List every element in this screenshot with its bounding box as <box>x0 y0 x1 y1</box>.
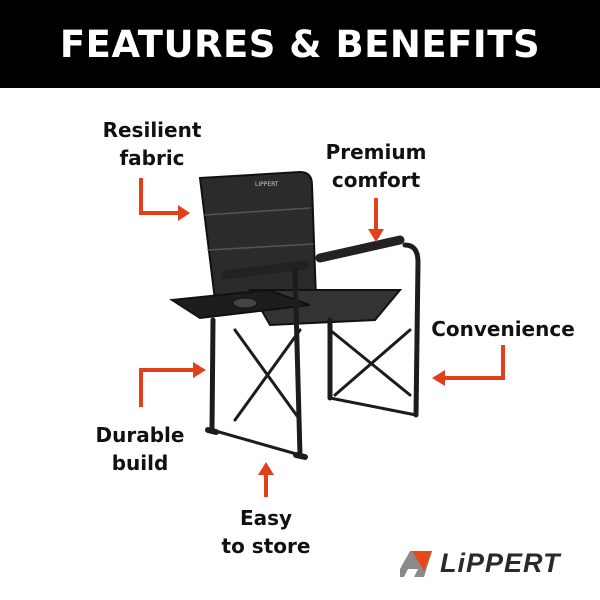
feature-line: Resilient <box>102 118 202 142</box>
feature-line: Durable <box>95 423 185 447</box>
feature-label-convenience: Convenience <box>430 315 576 343</box>
feature-line: Easy <box>239 506 293 530</box>
arrow-convenience <box>444 345 505 380</box>
feature-label-easy-to-store: Easy to store <box>210 504 322 560</box>
feature-line: comfort <box>331 168 421 192</box>
logo-mark-icon <box>400 550 432 577</box>
feature-label-durable-build: Durable build <box>88 421 192 477</box>
feature-arrows <box>139 178 505 497</box>
brand-name: LiPPERT <box>440 548 561 578</box>
feature-label-resilient-fabric: Resilient fabric <box>100 116 204 172</box>
feature-line: Convenience <box>431 317 575 341</box>
header-banner: FEATURES & BENEFITS <box>0 0 600 88</box>
feature-line: build <box>111 451 169 475</box>
arrow-durable-build <box>139 368 194 407</box>
feature-line: fabric <box>119 146 185 170</box>
feature-line: Premium <box>325 140 427 164</box>
feature-line: to store <box>221 534 311 558</box>
feature-label-premium-comfort: Premium comfort <box>318 138 434 194</box>
brand-logo: LiPPERT <box>398 548 561 579</box>
page-title: FEATURES & BENEFITS <box>59 22 541 66</box>
arrow-resilient-fabric <box>139 178 178 215</box>
chair-logo: LIPPERT <box>255 181 279 188</box>
chair-image: LIPPERT <box>169 170 421 460</box>
